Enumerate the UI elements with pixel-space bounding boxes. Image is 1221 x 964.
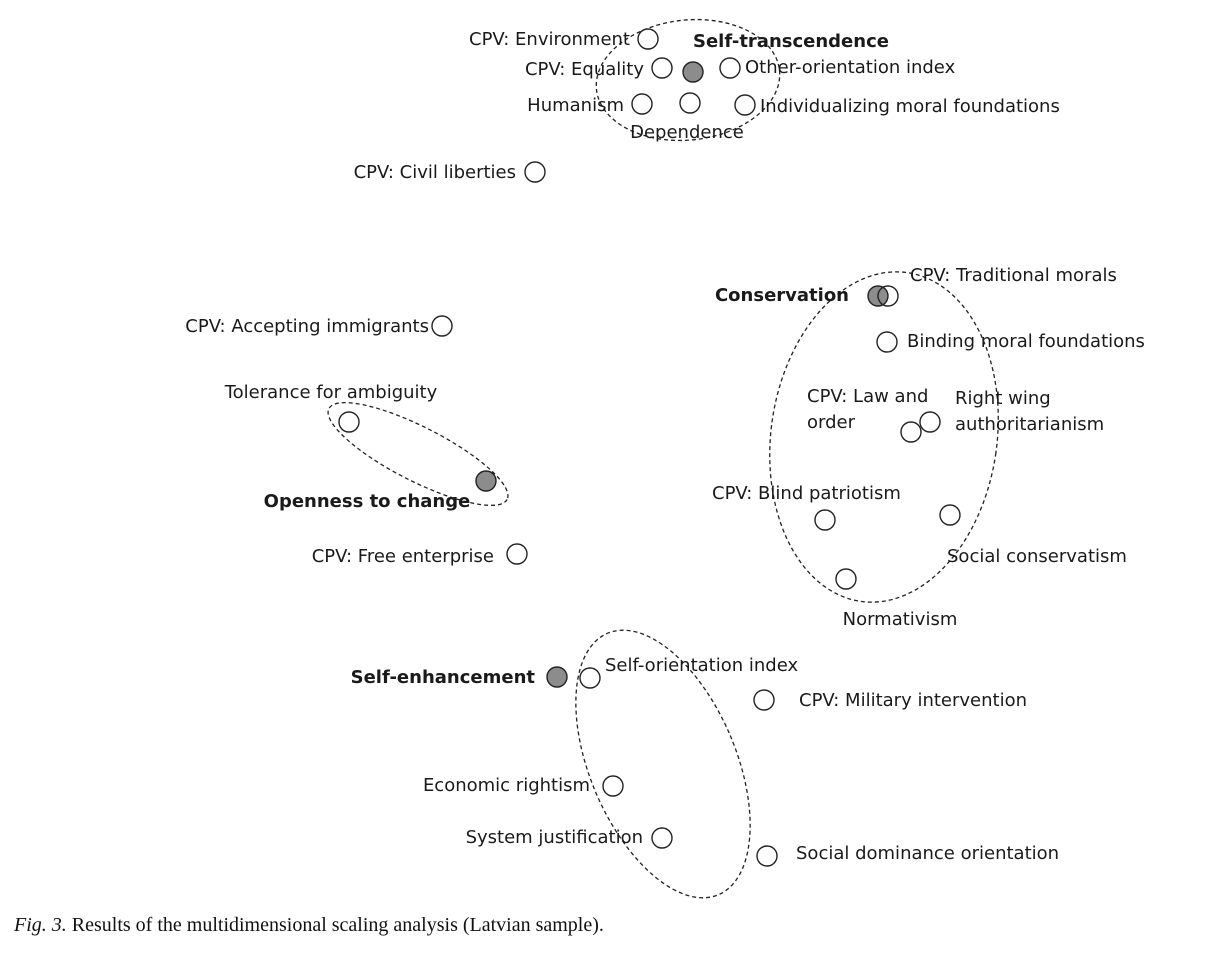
variable-marker-cpv-accepting-immigrants (431, 315, 453, 337)
variable-marker-individualizing-moral-foundations (734, 94, 756, 116)
variable-marker-other-orientation-index (719, 57, 741, 79)
point-label-self-enhancement: Self-enhancement (351, 667, 536, 688)
variable-marker-cpv-environment (637, 28, 659, 50)
point-label-self-transcendence: Self-transcendence (693, 31, 889, 52)
figure-caption-text: Results of the multidimensional scaling … (71, 914, 604, 936)
variable-marker-cpv-equality (651, 57, 673, 79)
point-label-system-justification: System justification (466, 827, 643, 848)
point-label-normativism: Normativism (843, 609, 958, 630)
variable-marker-humanism (631, 93, 653, 115)
point-label-self-orientation-index: Self-orientation index (605, 655, 798, 676)
variable-marker-economic-rightism (602, 775, 624, 797)
cluster-outline-openness-to-change (327, 401, 509, 507)
point-label-tolerance-for-ambiguity: Tolerance for ambiguity (224, 382, 438, 403)
variable-marker-dependence (679, 92, 701, 114)
point-label-dependence: Dependence (630, 122, 744, 143)
variable-marker-cpv-military-intervention (753, 689, 775, 711)
variable-marker-cpv-blind-patriotism (814, 509, 836, 531)
cluster-outline-conservation (769, 271, 999, 603)
variable-marker-cpv-free-enterprise (506, 543, 528, 565)
variable-marker-system-justification (651, 827, 673, 849)
point-label-cpv-free-enterprise: CPV: Free enterprise (312, 546, 494, 567)
value-marker-self-transcendence (682, 61, 704, 83)
point-label-humanism: Humanism (527, 95, 624, 116)
point-label-social-dominance-orientation: Social dominance orientation (796, 843, 1059, 864)
point-label-cpv-traditional-morals: CPV: Traditional morals (910, 265, 1117, 286)
point-label-economic-rightism: Economic rightism (423, 775, 590, 796)
variable-marker-social-dominance-orientation (756, 845, 778, 867)
figure-caption: Fig. 3. Results of the multidimensional … (14, 914, 604, 937)
variable-marker-cpv-traditional-morals (877, 285, 899, 307)
cluster-outline-self-enhancement (575, 629, 751, 899)
point-label-cpv-civil-liberties: CPV: Civil liberties (354, 162, 516, 183)
variable-marker-binding-moral-foundations (876, 331, 898, 353)
variable-marker-right-wing-authoritarianism (919, 411, 941, 433)
variable-marker-normativism (835, 568, 857, 590)
point-label-cpv-accepting-immigrants: CPV: Accepting immigrants (185, 316, 429, 337)
point-markers (338, 28, 961, 867)
point-label-other-orientation-index: Other-orientation index (745, 57, 956, 78)
point-label-social-conservatism: Social conservatism (947, 546, 1127, 567)
point-label-individualizing-moral-foundations: Individualizing moral foundations (760, 96, 1060, 117)
cluster-outline-self-transcendence (595, 18, 781, 142)
value-marker-self-enhancement (546, 666, 568, 688)
point-label-cpv-equality: CPV: Equality (525, 59, 644, 80)
figure-number: Fig. 3. (14, 914, 67, 936)
variable-marker-social-conservatism (939, 504, 961, 526)
point-label-binding-moral-foundations: Binding moral foundations (907, 331, 1145, 352)
variable-marker-tolerance-for-ambiguity (338, 411, 360, 433)
variable-marker-cpv-civil-liberties (524, 161, 546, 183)
value-marker-openness-to-change (475, 470, 497, 492)
point-label-cpv-environment: CPV: Environment (469, 29, 630, 50)
point-label-conservation: Conservation (715, 285, 849, 306)
cluster-outlines (327, 18, 999, 899)
variable-marker-self-orientation-index (579, 667, 601, 689)
point-label-cpv-blind-patriotism: CPV: Blind patriotism (712, 483, 901, 504)
point-label-openness-to-change: Openness to change (264, 491, 471, 512)
variable-marker-cpv-law-and-order (900, 421, 922, 443)
point-label-cpv-military-intervention: CPV: Military intervention (799, 690, 1027, 711)
